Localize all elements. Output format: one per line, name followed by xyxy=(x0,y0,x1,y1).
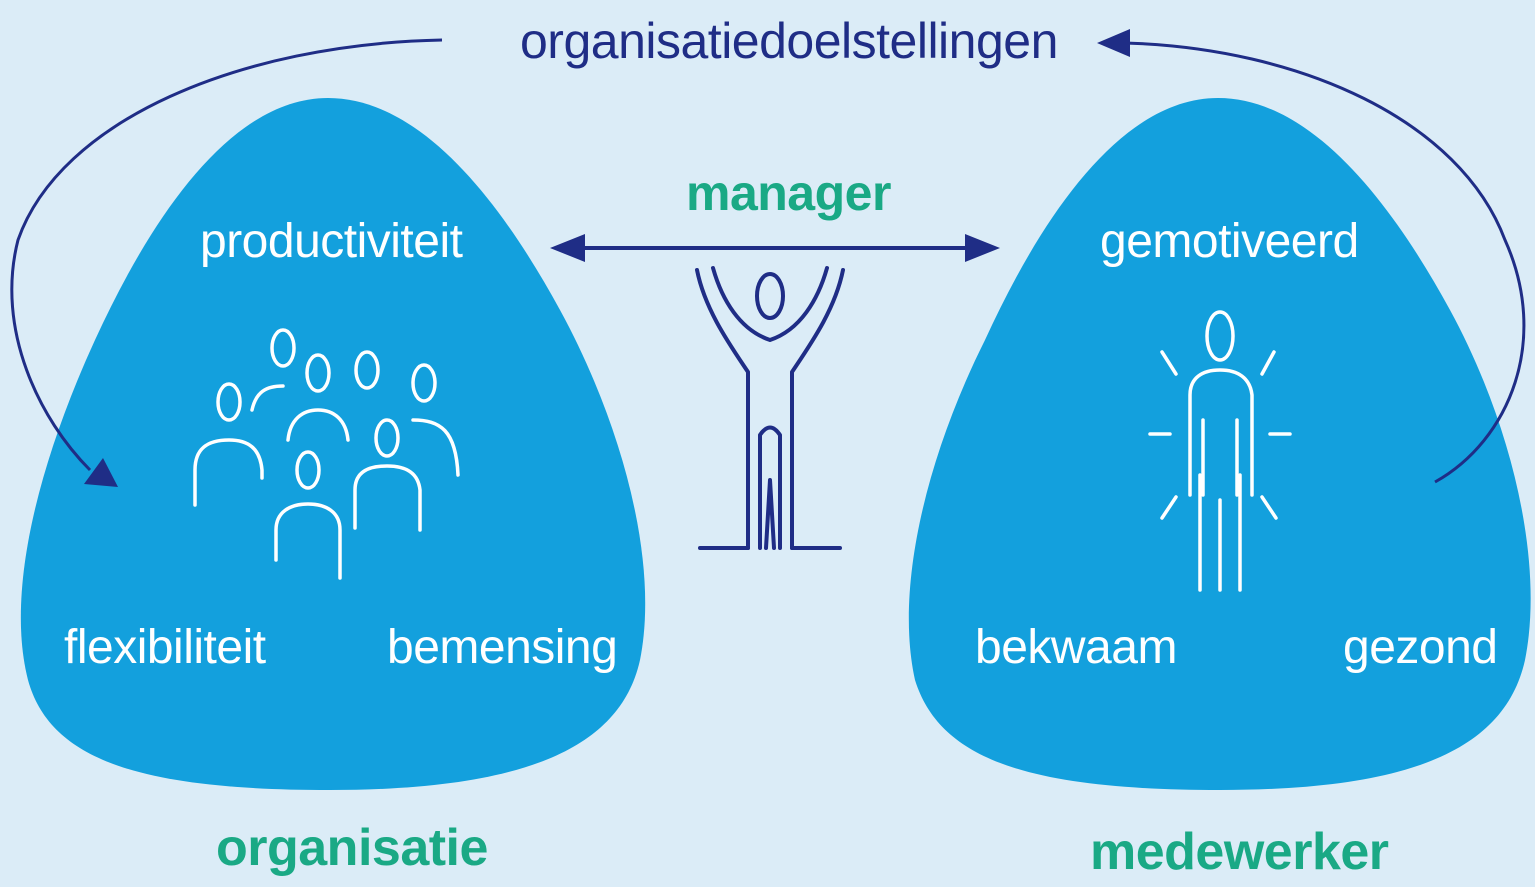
left-arrowhead-icon xyxy=(84,458,118,487)
group-of-people-icon xyxy=(193,328,460,580)
medewerker-blob xyxy=(908,98,1531,790)
bekwaam-label: bekwaam xyxy=(975,621,1177,674)
double-arrow-right-head-icon xyxy=(965,234,1000,262)
gemotiveerd-label: gemotiveerd xyxy=(1100,215,1359,268)
manager-label: manager xyxy=(686,165,891,221)
manager-figure-icon xyxy=(695,266,845,550)
flexibiliteit-label: flexibiliteit xyxy=(64,621,266,674)
organisatie-caption: organisatie xyxy=(216,819,488,877)
left-curved-arrow xyxy=(10,38,443,472)
right-curved-arrow xyxy=(1124,41,1526,484)
medewerker-caption: medewerker xyxy=(1090,823,1389,881)
productiviteit-label: productiviteit xyxy=(200,215,463,268)
organisatie-blob xyxy=(20,98,646,790)
gezond-label: gezond xyxy=(1343,621,1498,674)
double-arrow-left-head-icon xyxy=(550,234,585,262)
bemensing-label: bemensing xyxy=(387,621,618,674)
organisatiedoelstellingen-title: organisatiedoelstellingen xyxy=(520,13,1058,69)
radiant-person-icon xyxy=(1148,310,1292,592)
right-arrowhead-icon xyxy=(1097,29,1130,57)
